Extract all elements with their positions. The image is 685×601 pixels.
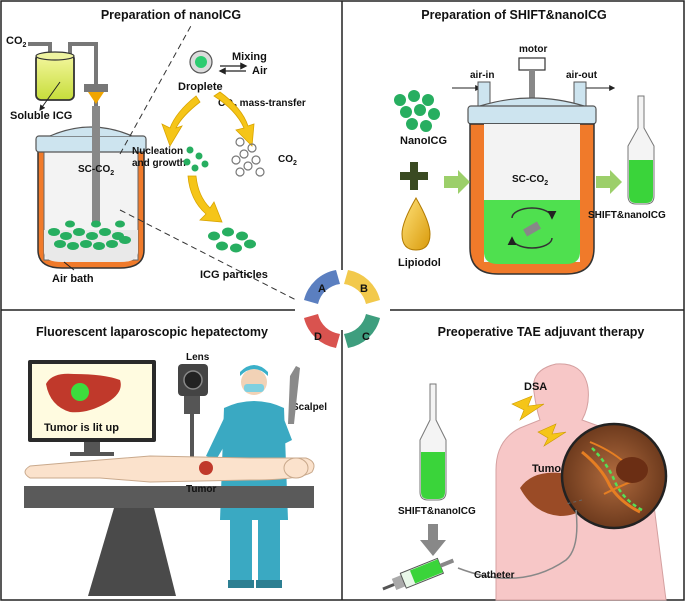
air-label: Air — [252, 65, 268, 77]
patient-figure — [24, 455, 315, 483]
nanoicg-label: NanoICG — [400, 135, 447, 147]
sc-co2-label-a: SC-CO2 — [78, 164, 114, 177]
exchange-arrows-icon — [218, 62, 248, 75]
nucleation-label-line1: Nucleation — [132, 146, 183, 157]
cycle-label-b: B — [360, 283, 368, 295]
shift-nanoicg-label-b: SHIFT&nanoICG — [588, 210, 666, 221]
panel-d-laparoscopic-hepatectomy: Fluorescent laparoscopic hepatectomy Tum… — [24, 325, 327, 596]
catheter-label: Catheter — [474, 570, 515, 581]
co2-bubbles-label: CO2 — [278, 154, 297, 167]
process-arrows-a — [161, 91, 255, 223]
air-bath-label: Air bath — [52, 273, 94, 285]
operating-table — [24, 486, 314, 596]
icg-particles-product — [208, 227, 256, 253]
lipiodol-drop-icon — [401, 197, 431, 251]
nanoicg-dots — [394, 90, 440, 132]
panel-a-preparation-nanoicg: Preparation of nanoICG CO2 Soluble ICG S… — [6, 8, 306, 301]
cycle-segment-b — [344, 270, 380, 304]
panel-d-title: Fluorescent laparoscopic hepatectomy — [36, 325, 268, 339]
liver-zoom-inset — [560, 422, 668, 530]
co2-bubbles-icon — [231, 137, 265, 177]
soluble-icg-label: Soluble ICG — [10, 110, 72, 122]
droplet-label: Droplete — [178, 81, 223, 93]
patient-tumor-label: Tumor — [186, 484, 216, 495]
air-in-label: air-in — [470, 70, 494, 81]
dsa-label: DSA — [524, 381, 547, 393]
scalpel-label: Scalpel — [292, 402, 327, 413]
lipiodol-label: Lipiodol — [398, 257, 441, 269]
motor-icon — [518, 57, 546, 71]
panel-b-title: Preparation of SHIFT&nanoICG — [421, 8, 606, 22]
lens-label: Lens — [186, 352, 210, 363]
valve-icon — [88, 92, 104, 104]
cycle-segment-c — [344, 314, 380, 348]
reactor-vessel-b — [467, 81, 597, 275]
xray-lightning-icon — [511, 395, 567, 447]
shift-vial-c — [419, 383, 447, 501]
icg-particles-label: ICG particles — [200, 269, 268, 281]
catheter-line — [457, 509, 578, 579]
zoom-line-top — [119, 23, 193, 155]
laparoscope-icon — [178, 364, 208, 480]
co2-label: CO2 — [6, 35, 27, 49]
cycle-segment-d — [304, 314, 340, 348]
shift-vial-b — [627, 95, 655, 205]
nucleation-label-line2: and growth — [132, 158, 186, 169]
air-out-label: air-out — [566, 70, 598, 81]
scalpel-icon — [288, 366, 300, 424]
cycle-label-d: D — [314, 331, 322, 343]
cycle-label-a: A — [318, 283, 326, 295]
panel-c-tae-therapy: Preoperative TAE adjuvant therapy DSA Tu… — [382, 325, 668, 601]
mixing-label: Mixing — [232, 51, 267, 63]
panel-b-preparation-shift: Preparation of SHIFT&nanoICG motor air-i… — [394, 8, 666, 275]
zoom-line-bottom — [119, 209, 297, 301]
body-tumor-label: Tumor — [532, 463, 566, 475]
cycle-label-c: C — [362, 331, 370, 343]
icg-particles-in-reactor — [48, 220, 131, 250]
monitor-text: Tumor is lit up — [44, 422, 119, 434]
plus-icon — [400, 162, 428, 190]
cycle-segment-a — [304, 270, 340, 304]
flow-arrows-b — [444, 170, 622, 194]
soluble-icg-vessel — [35, 53, 75, 101]
monitor — [28, 360, 156, 456]
nuclei-dots — [183, 146, 209, 172]
cycle-indicator: A B C D — [304, 270, 380, 348]
shift-nanoicg-label-c: SHIFT&nanoICG — [398, 506, 476, 517]
sc-co2-label-b: SC-CO2 — [512, 174, 548, 187]
injection-arrow — [420, 524, 446, 556]
panel-a-title: Preparation of nanoICG — [101, 8, 241, 22]
patient-tumor-icon — [199, 461, 213, 475]
syringe-icon — [382, 557, 455, 591]
glowing-tumor-icon — [71, 383, 89, 401]
panel-c-title: Preoperative TAE adjuvant therapy — [438, 325, 645, 339]
motor-label: motor — [519, 44, 547, 55]
